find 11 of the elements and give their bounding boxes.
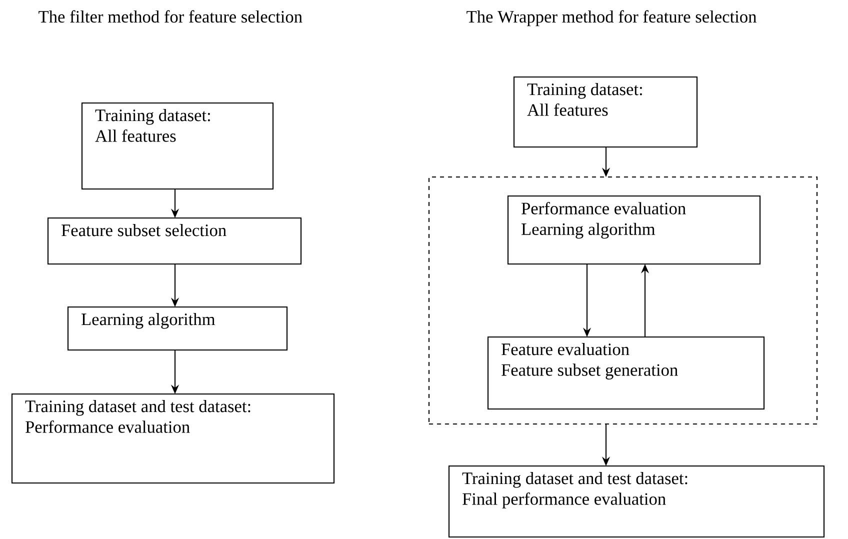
process-box: Performance evaluation Learning algorithm bbox=[507, 195, 761, 265]
process-box: Training dataset: All features bbox=[513, 76, 698, 148]
process-box: Learning algorithm bbox=[67, 306, 288, 351]
process-box: Training dataset: All features bbox=[81, 102, 274, 190]
process-box: Training dataset and test dataset: Final performance evaluation bbox=[448, 465, 825, 538]
panel-label: The filter method for feature selection bbox=[38, 10, 302, 23]
process-box: Training dataset and test dataset: Performance evaluation bbox=[11, 393, 335, 484]
dashed-group-box bbox=[428, 176, 818, 425]
panel-label: The Wrapper method for feature selection bbox=[466, 10, 756, 26]
process-box: Feature evaluation Feature subset generation bbox=[487, 336, 765, 410]
process-box: Feature subset selection bbox=[47, 217, 302, 265]
